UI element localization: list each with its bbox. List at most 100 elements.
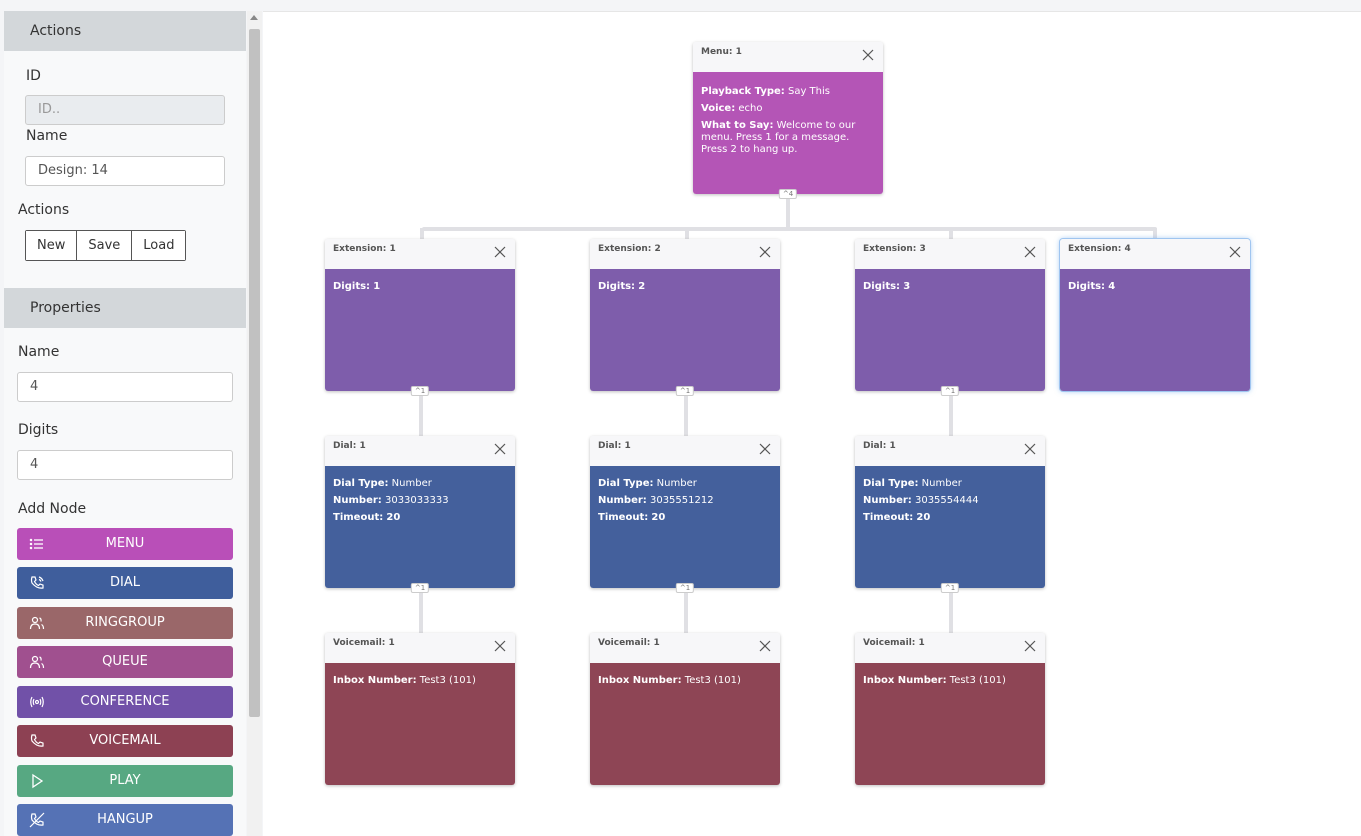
extension-node-2[interactable]: Extension: 2 Digits: 2 ^1: [590, 239, 780, 396]
close-icon[interactable]: [758, 639, 772, 653]
node-title: Voicemail: 1: [598, 638, 660, 648]
dial-node-1[interactable]: Dial: 1 Dial Type: Number Number: 303303…: [325, 436, 515, 593]
actions-label: Actions: [18, 202, 70, 218]
field-key: Timeout:: [863, 512, 914, 523]
scroll-up-arrow-icon[interactable]: [250, 15, 258, 20]
load-button[interactable]: Load: [132, 231, 186, 260]
close-icon[interactable]: [493, 639, 507, 653]
node-body: Inbox Number: Test3 (101): [590, 663, 780, 785]
node-header: Menu: 1: [693, 42, 883, 72]
prop-name-label: Name: [18, 344, 60, 360]
menu-node[interactable]: Menu: 1 Playback Type: Say This Voice: e…: [693, 42, 883, 199]
add-voicemail-button[interactable]: VOICEMAIL: [17, 725, 233, 757]
phone-icon: [29, 733, 45, 749]
child-count-badge[interactable]: ^1: [675, 583, 695, 593]
add-ringgroup-button[interactable]: RINGGROUP: [17, 607, 233, 639]
field-key: Number:: [863, 495, 912, 506]
dial-node-2[interactable]: Dial: 1 Dial Type: Number Number: 303555…: [590, 436, 780, 593]
extension-node-3[interactable]: Extension: 3 Digits: 3 ^1: [855, 239, 1045, 396]
id-label: ID: [26, 68, 41, 84]
field-value: Test3 (101): [949, 675, 1006, 686]
close-icon[interactable]: [758, 245, 772, 259]
voicemail-node-2[interactable]: Voicemail: 1 Inbox Number: Test3 (101): [590, 633, 780, 785]
prop-digits-label: Digits: [18, 422, 59, 438]
field-key: Dial Type:: [863, 478, 919, 489]
properties-header: Properties: [4, 288, 246, 328]
add-hangup-button[interactable]: HANGUP: [17, 804, 233, 836]
connector: [419, 587, 423, 633]
close-icon[interactable]: [1023, 442, 1037, 456]
field-value: Number: [921, 478, 962, 489]
child-count-badge[interactable]: ^1: [410, 386, 430, 396]
child-count-badge[interactable]: ^1: [940, 386, 960, 396]
add-queue-button[interactable]: QUEUE: [17, 646, 233, 678]
voicemail-node-3[interactable]: Voicemail: 1 Inbox Number: Test3 (101): [855, 633, 1045, 785]
field-key: Dial Type:: [598, 478, 654, 489]
field-key: Digits:: [598, 281, 636, 292]
node-title: Extension: 2: [598, 244, 661, 254]
new-button[interactable]: New: [26, 231, 78, 260]
connector: [422, 227, 1157, 231]
child-count-badge[interactable]: ^1: [940, 583, 960, 593]
child-count-badge[interactable]: ^4: [778, 189, 798, 199]
add-conference-button[interactable]: CONFERENCE: [17, 686, 233, 718]
node-header: Dial: 1: [855, 436, 1045, 466]
flow-canvas[interactable]: Menu: 1 Playback Type: Say This Voice: e…: [263, 11, 1361, 836]
voicemail-node-1[interactable]: Voicemail: 1 Inbox Number: Test3 (101): [325, 633, 515, 785]
field-key: Number:: [333, 495, 382, 506]
close-icon[interactable]: [1023, 639, 1037, 653]
node-title: Extension: 1: [333, 244, 396, 254]
node-title: Menu: 1: [701, 47, 742, 57]
sidebar-scrollbar[interactable]: [247, 11, 262, 836]
node-header: Voicemail: 1: [325, 633, 515, 663]
node-title: Dial: 1: [598, 441, 631, 451]
add-dial-button[interactable]: DIAL: [17, 567, 233, 599]
connector: [949, 228, 953, 240]
close-icon[interactable]: [1228, 245, 1242, 259]
design-name-input[interactable]: Design: 14: [25, 156, 225, 186]
save-button[interactable]: Save: [77, 231, 133, 260]
connector: [786, 192, 790, 228]
field-value: echo: [738, 103, 763, 114]
add-menu-button[interactable]: MENU: [17, 528, 233, 560]
node-body: Digits: 1: [325, 269, 515, 391]
extension-node-1[interactable]: Extension: 1 Digits: 1 ^1: [325, 239, 515, 396]
name-label: Name: [26, 128, 68, 144]
extension-node-4[interactable]: Extension: 4 Digits: 4: [1060, 239, 1250, 391]
prop-digits-input[interactable]: 4: [17, 450, 233, 480]
add-queue-label: QUEUE: [102, 654, 148, 669]
close-icon[interactable]: [861, 48, 875, 62]
field-value: 3033033333: [384, 495, 449, 506]
connector: [685, 228, 689, 240]
field-value: Welcome to our menu. Press 1 for a messa…: [701, 120, 856, 155]
dial-node-3[interactable]: Dial: 1 Dial Type: Number Number: 303555…: [855, 436, 1045, 593]
users-icon: [29, 654, 45, 670]
actions-header: Actions: [4, 11, 246, 51]
field-value: 3035554444: [914, 495, 979, 506]
close-icon[interactable]: [1023, 245, 1037, 259]
add-menu-label: MENU: [105, 536, 145, 551]
add-play-button[interactable]: PLAY: [17, 765, 233, 797]
close-icon[interactable]: [493, 245, 507, 259]
close-icon[interactable]: [758, 442, 772, 456]
id-input[interactable]: ID..: [25, 95, 225, 125]
child-count-badge[interactable]: ^1: [410, 583, 430, 593]
node-body: Inbox Number: Test3 (101): [855, 663, 1045, 785]
field-value: 20: [386, 512, 401, 523]
node-header: Extension: 3: [855, 239, 1045, 269]
add-voicemail-label: VOICEMAIL: [89, 733, 161, 748]
play-icon: [29, 773, 45, 789]
prop-name-input[interactable]: 4: [17, 372, 233, 402]
phone-off-icon: [29, 812, 45, 828]
child-count-badge[interactable]: ^1: [675, 386, 695, 396]
node-body: Digits: 4: [1060, 269, 1250, 391]
node-title: Dial: 1: [863, 441, 896, 451]
node-body: Digits: 2: [590, 269, 780, 391]
close-icon[interactable]: [493, 442, 507, 456]
actions-button-group: New Save Load: [25, 230, 187, 261]
add-node-label: Add Node: [18, 501, 87, 517]
scroll-thumb[interactable]: [249, 29, 260, 717]
node-header: Dial: 1: [325, 436, 515, 466]
connector: [949, 390, 953, 436]
node-title: Extension: 3: [863, 244, 926, 254]
